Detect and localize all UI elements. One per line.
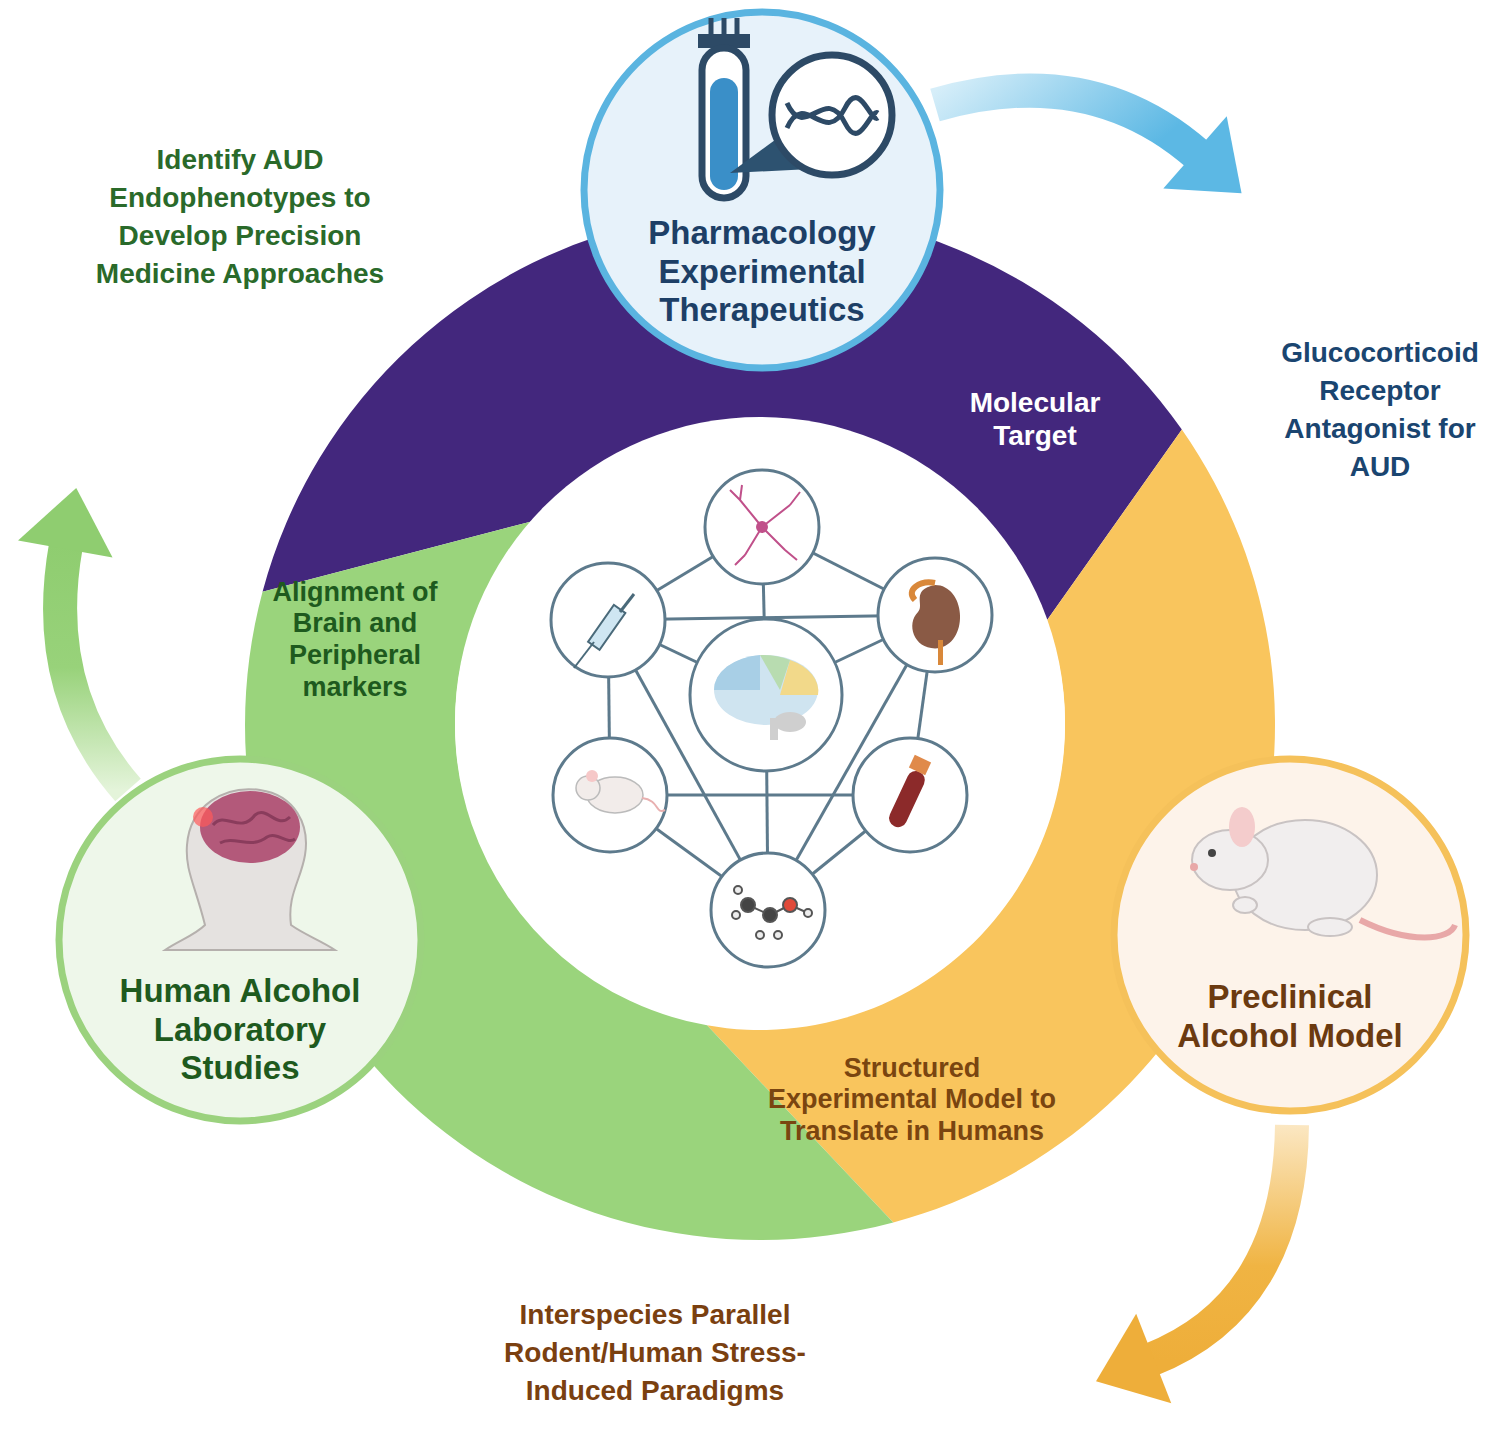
neuron-icon	[730, 485, 800, 565]
arrow-head	[18, 488, 112, 557]
circle-outline	[1110, 755, 1470, 1115]
syringe-icon	[574, 642, 594, 668]
test-tube-icon	[735, 18, 740, 34]
stage-circle: Pharmacology Experimental Therapeutics	[580, 8, 944, 372]
node-text: Human Alcohol Laboratory Studies	[90, 972, 390, 1088]
test-tube-icon	[709, 18, 714, 34]
rat-icon	[1360, 920, 1455, 938]
kidney-icon	[912, 582, 935, 600]
text-block: Alignment of Brain and Peripheral marker…	[253, 577, 458, 703]
outer-label: Identify AUD Endophenotypes to Develop P…	[65, 141, 415, 292]
dna-magnifier-icon	[730, 55, 892, 175]
circle-outline	[1114, 759, 1466, 1111]
mouse-icon	[576, 770, 665, 813]
test-tube-icon	[702, 48, 746, 198]
text-block: Preclinical Alcohol Model	[1165, 978, 1415, 1055]
inner-disc	[455, 417, 1065, 1027]
arrow-head	[1163, 116, 1241, 193]
node-text: Alignment of Brain and Peripheral marker…	[253, 577, 458, 703]
rat-icon	[1208, 849, 1216, 857]
circle-outline	[584, 12, 940, 368]
network-icons	[853, 738, 967, 852]
cycle-arrow	[60, 545, 128, 790]
outer-label: Glucocorticoid Receptor Antagonist for A…	[1255, 334, 1500, 485]
network-icons	[711, 853, 825, 967]
node-text: Preclinical Alcohol Model	[1165, 978, 1415, 1055]
syringe-icon	[574, 594, 634, 668]
mouse-icon	[642, 798, 665, 811]
blood-tube-icon	[886, 768, 928, 830]
dna-magnifier-icon	[787, 98, 878, 134]
ethanol-icon	[734, 886, 742, 894]
text-block: Structured Experimental Model to Transla…	[767, 1053, 1057, 1148]
circle-outline	[59, 759, 421, 1121]
test-tube-icon	[710, 78, 738, 190]
ethanol-icon	[774, 931, 782, 939]
network-icons	[551, 470, 992, 967]
node-text: Pharmacology Experimental Therapeutics	[612, 214, 912, 330]
dna-magnifier-icon	[772, 55, 892, 175]
cycle-arrow	[935, 91, 1198, 155]
outer-label: Interspecies Parallel Rodent/Human Stres…	[485, 1296, 825, 1409]
brain-icon	[760, 655, 790, 690]
ethanol-icon	[741, 898, 755, 912]
brain-icon	[770, 718, 778, 740]
syringe-icon	[620, 594, 634, 612]
human-head-icon	[193, 807, 213, 827]
mouse-icon	[586, 770, 598, 782]
ethanol-icon	[732, 886, 812, 939]
brain-icon	[714, 655, 818, 725]
rat-icon	[1308, 918, 1352, 936]
ethanol-icon	[804, 909, 812, 917]
text-block: Pharmacology Experimental Therapeutics	[612, 214, 912, 330]
blood-tube-icon	[909, 755, 931, 775]
human-head-icon	[165, 789, 335, 950]
stage-circle: Human Alcohol Laboratory Studies	[55, 755, 425, 1125]
stage-circle: Preclinical Alcohol Model	[1110, 755, 1470, 1115]
ethanol-icon	[756, 931, 764, 939]
rat-icon	[1192, 830, 1268, 890]
network-icons	[705, 470, 819, 584]
network-icons	[878, 558, 992, 672]
test-tube-icon	[722, 18, 727, 34]
arrow-head	[1096, 1314, 1171, 1403]
blood-tube-icon	[886, 755, 931, 830]
node-text: Structured Experimental Model to Transla…	[767, 1053, 1057, 1148]
cycle-arrow	[1150, 1125, 1292, 1360]
rat-icon	[1190, 807, 1455, 938]
ethanol-icon	[783, 898, 797, 912]
ring-label: Alignment of Brain and Peripheral marker…	[253, 577, 458, 703]
ethanol-icon	[732, 911, 740, 919]
network-icons	[553, 738, 667, 852]
human-head-icon	[213, 813, 295, 843]
kidney-icon	[912, 582, 960, 665]
ethanol-icon	[763, 908, 777, 922]
neuron-icon	[730, 485, 800, 565]
rat-icon	[1190, 863, 1198, 871]
ring-label: Structured Experimental Model to Transla…	[767, 1053, 1057, 1148]
rat-icon	[1233, 897, 1257, 913]
neuron-icon	[757, 522, 767, 532]
text-block: Human Alcohol Laboratory Studies	[90, 972, 390, 1088]
text-block: Molecular Target	[948, 387, 1123, 453]
human-head-icon	[165, 789, 335, 950]
network-icons	[551, 563, 665, 677]
kidney-icon	[938, 640, 943, 665]
node-text: Molecular Target	[948, 387, 1123, 453]
network-icons	[690, 619, 842, 771]
brain-icon	[714, 655, 760, 690]
human-head-icon	[200, 791, 300, 863]
rat-icon	[1229, 807, 1255, 847]
kidney-icon	[912, 585, 960, 648]
ring-label: Molecular Target	[948, 387, 1123, 453]
brain-icon	[774, 712, 806, 732]
brain-icon	[714, 655, 818, 740]
